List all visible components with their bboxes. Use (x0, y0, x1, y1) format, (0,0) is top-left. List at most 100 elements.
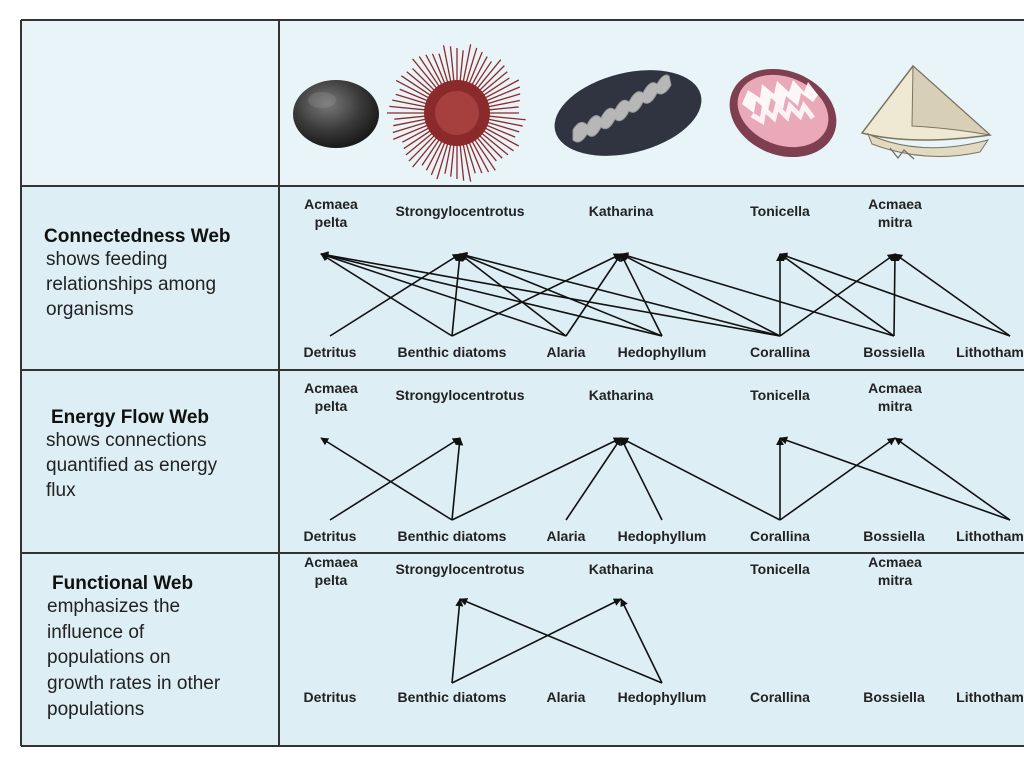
resource-label-hedophyllum: Hedophyllum (618, 689, 707, 705)
consumer-label-strongylocentrotus: Strongylocentrotus (395, 387, 524, 403)
feeding-arrow-hedophyllum-to-strongylocentrotus (459, 598, 663, 684)
web-descriptions: Connectedness Web shows feeding relation… (44, 226, 231, 720)
limpet-icon (860, 64, 992, 160)
consumer-label-katharina: Katharina (589, 203, 654, 219)
consumer-label-tonicella: Tonicella (750, 203, 810, 219)
resource-label-lithotham: Lithotham (956, 689, 1024, 705)
feeding-arrow-hedophyllum-to-strongylocentrotus (459, 253, 663, 337)
resource-label-detritus: Detritus (304, 528, 357, 544)
chiton-tonicella-icon (729, 68, 837, 158)
chiton-katharina-icon (554, 70, 702, 156)
header-row-background (21, 20, 1024, 186)
resource-label-hedophyllum: Hedophyllum (618, 344, 707, 360)
feeding-arrow-hedophyllum-to-katharina (620, 598, 663, 684)
feeding-arrow-alaria-to-strongylocentrotus (459, 253, 567, 337)
table-grid (20, 19, 1024, 747)
feeding-arrow-corallina-to-acmaea-mitra (779, 437, 896, 521)
resource-label-benthic-diatoms: Benthic diatoms (398, 528, 507, 544)
web-description-line: populations on (47, 647, 171, 668)
web-description-line: influence of (47, 622, 145, 643)
feeding-arrow-alaria-to-katharina (565, 437, 622, 521)
connectedness-web-label: Connectedness Web shows feeding relation… (44, 226, 231, 320)
feeding-arrow-hedophyllum-to-katharina (620, 253, 663, 337)
functional-row-background (21, 553, 1024, 746)
resource-label-bossiella: Bossiella (863, 689, 925, 705)
web-description-line: emphasizes the (47, 596, 180, 617)
consumer-label-tonicella: Tonicella (750, 561, 810, 577)
feeding-arrow-alaria-to-katharina (565, 253, 622, 337)
resource-label-bossiella: Bossiella (863, 344, 925, 360)
feeding-arrow-benthic-diatoms-to-strongylocentrotus (451, 437, 464, 521)
resource-label-lithotham: Lithotham (956, 344, 1024, 360)
connectedness-row-background (21, 186, 1024, 370)
energy-flow-row-background (21, 370, 1024, 553)
feeding-arrow-benthic-diatoms-to-katharina (451, 598, 622, 684)
resource-label-benthic-diatoms: Benthic diatoms (398, 689, 507, 705)
feeding-arrow-benthic-diatoms-to-acmaea-pelta (320, 437, 453, 521)
feeding-arrow-corallina-to-katharina (620, 253, 781, 337)
consumer-label-strongylocentrotus: Strongylocentrotus (395, 561, 524, 577)
feeding-arrow-corallina-to-strongylocentrotus (459, 251, 781, 337)
web-description-line: shows connections (46, 430, 207, 451)
feeding-arrow-hedophyllum-to-katharina (620, 437, 663, 521)
functional-web-label: Functional Web emphasizes the influence … (47, 573, 221, 720)
feeding-arrow-lithotham-to-tonicella (779, 436, 1011, 521)
web-title: Energy Flow Web (51, 407, 209, 428)
web-description-line: growth rates in other (47, 673, 221, 694)
resource-label-bossiella: Bossiella (863, 528, 925, 544)
rock-icon (293, 80, 379, 148)
web-description-line: shows feeding (46, 249, 167, 270)
feeding-arrow-bossiella-to-katharina (620, 252, 895, 337)
feeding-arrow-benthic-diatoms-to-katharina (451, 253, 622, 337)
organism-illustrations (293, 44, 992, 182)
feeding-arrow-corallina-to-acmaea-pelta (320, 251, 781, 337)
resource-label-alaria: Alaria (547, 528, 586, 544)
resource-label-alaria: Alaria (547, 689, 586, 705)
feeding-arrow-alaria-to-acmaea-pelta (320, 252, 567, 337)
sea-urchin-icon (387, 44, 526, 182)
resource-label-detritus: Detritus (304, 689, 357, 705)
consumer-label-katharina: Katharina (589, 387, 654, 403)
web-description-line: relationships among (46, 274, 216, 295)
feeding-arrow-detritus-to-strongylocentrotus (329, 437, 461, 521)
feeding-arrow-benthic-diatoms-to-acmaea-pelta (320, 253, 453, 337)
feeding-arrow-bossiella-to-tonicella (779, 253, 895, 337)
web-description-line: organisms (46, 299, 134, 320)
resource-label-corallina: Corallina (750, 344, 810, 360)
web-description-line: flux (46, 480, 76, 501)
feeding-arrow-hedophyllum-to-acmaea-pelta (320, 251, 663, 337)
web-description-line: quantified as energy (46, 455, 218, 476)
resource-label-hedophyllum: Hedophyllum (618, 528, 707, 544)
feeding-arrow-lithotham-to-acmaea-mitra (894, 437, 1011, 521)
web-title: Connectedness Web (44, 226, 231, 247)
energy-flow-web-label: Energy Flow Web shows connections quanti… (46, 407, 218, 501)
consumer-label-katharina: Katharina (589, 561, 654, 577)
resource-label-alaria: Alaria (547, 344, 586, 360)
resource-label-lithotham: Lithotham (956, 528, 1024, 544)
feeding-arrow-benthic-diatoms-to-strongylocentrotus (451, 253, 464, 337)
feeding-arrow-benthic-diatoms-to-strongylocentrotus (451, 598, 464, 684)
resource-label-benthic-diatoms: Benthic diatoms (398, 344, 507, 360)
web-description-line: populations (47, 699, 144, 720)
feeding-arrow-detritus-to-strongylocentrotus (329, 253, 461, 337)
consumer-label-strongylocentrotus: Strongylocentrotus (395, 203, 524, 219)
resource-label-corallina: Corallina (750, 689, 810, 705)
feeding-arrow-benthic-diatoms-to-katharina (451, 437, 622, 521)
consumer-label-tonicella: Tonicella (750, 387, 810, 403)
resource-label-detritus: Detritus (304, 344, 357, 360)
feeding-arrow-lithotham-to-tonicella (779, 252, 1011, 337)
feeding-arrow-lithotham-to-acmaea-mitra (894, 253, 1011, 337)
resource-label-corallina: Corallina (750, 528, 810, 544)
feeding-arrow-corallina-to-katharina (620, 437, 781, 521)
web-title: Functional Web (52, 573, 193, 594)
